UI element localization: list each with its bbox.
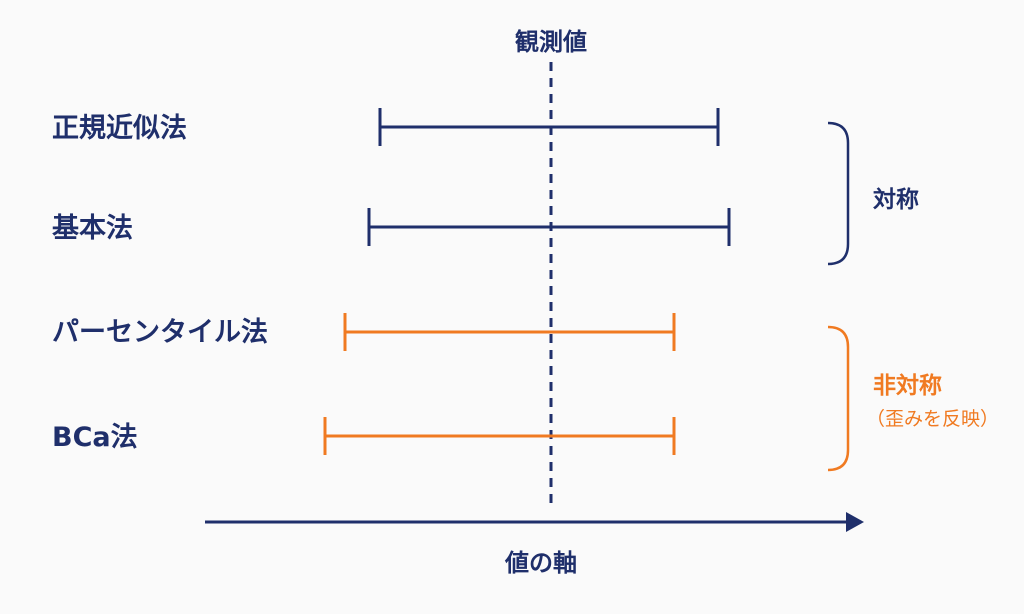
observed-value-label: 観測値 [515, 28, 587, 56]
value-axis-label: 値の軸 [505, 549, 577, 577]
symmetric-brace [827, 121, 850, 266]
symmetric-group-label: 対称 [873, 187, 919, 213]
method-label-bca: BCa法 [52, 422, 138, 453]
value-axis-arrowhead [846, 512, 864, 532]
asymmetric-group-label: 非対称 [873, 373, 942, 399]
method-label-normal: 正規近似法 [52, 113, 187, 144]
asymmetric-group-note: （歪みを反映） [866, 408, 1000, 430]
method-label-percentile: パーセンタイル法 [52, 317, 268, 348]
method-label-basic: 基本法 [52, 213, 133, 244]
interval-basic [367, 208, 731, 246]
asymmetric-brace [827, 325, 850, 472]
interval-normal [378, 108, 720, 146]
interval-percentile [343, 313, 676, 351]
interval-bca [323, 417, 676, 455]
